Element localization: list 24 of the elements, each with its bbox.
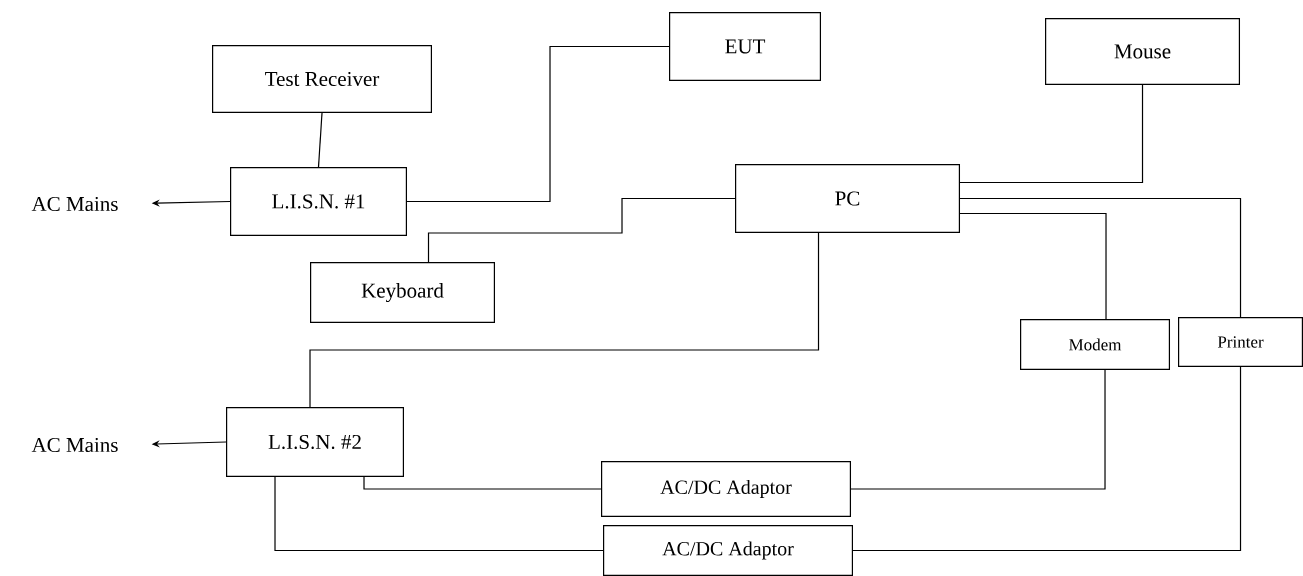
power-label: AC Mains xyxy=(31,437,118,453)
device-box: AC/DC Adaptor xyxy=(603,525,853,576)
device-box: PC xyxy=(735,164,960,233)
device-box: Printer xyxy=(1178,317,1303,367)
device-box: Modem xyxy=(1020,319,1170,370)
device-box: AC/DC Adaptor xyxy=(601,461,851,517)
device-box: Test Receiver xyxy=(212,45,432,113)
device-box: L.I.S.N. #1 xyxy=(230,167,407,236)
cable-line xyxy=(406,45,670,203)
cable-line xyxy=(959,212,1107,320)
device-box: EUT xyxy=(669,12,821,81)
cable-line xyxy=(274,476,604,552)
device-box: Keyboard xyxy=(310,262,495,323)
device-box: Mouse xyxy=(1045,18,1240,85)
cable-line xyxy=(427,197,736,263)
power-label: AC Mains xyxy=(31,196,118,212)
cable-line xyxy=(959,84,1144,184)
cable-line xyxy=(363,476,602,490)
cable-line xyxy=(959,197,1242,318)
cable-line xyxy=(317,112,323,168)
cable-line xyxy=(852,366,1242,552)
cable-line xyxy=(850,369,1106,490)
cable-line xyxy=(309,232,820,408)
device-box: L.I.S.N. #2 xyxy=(226,407,404,477)
